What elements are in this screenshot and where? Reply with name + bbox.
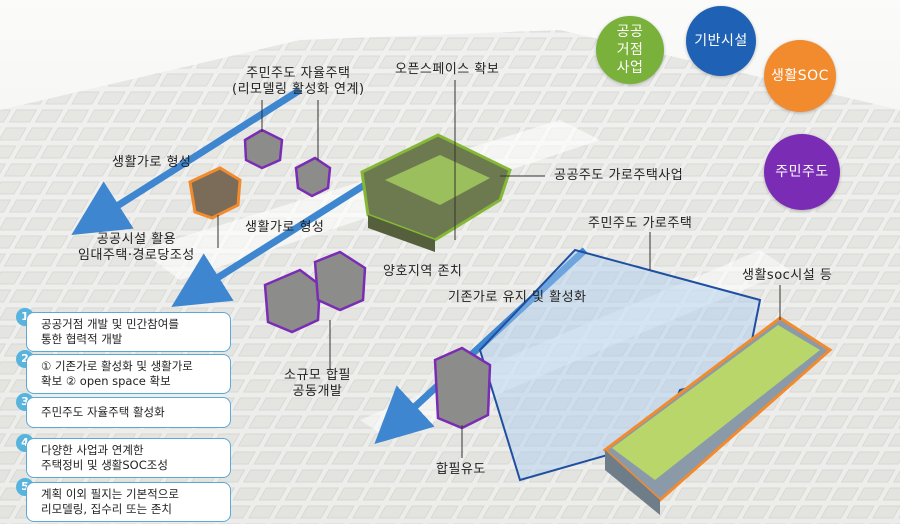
label-good-area: 양호지역 존치 [383, 264, 462, 280]
label-keep-street: 기존가로 유지 및 활성화 [448, 290, 587, 306]
step-3: 3 주민주도 자율주택 활성화 [16, 393, 231, 425]
step-text: 주민주도 자율주택 활성화 [26, 397, 231, 428]
circle-resident-led: 주민주도 [764, 134, 840, 210]
label-public-facility: 공공시설 활용 임대주택·경로당조성 [78, 232, 195, 264]
step-1: 1 공공거점 개발 및 민간참여를 통한 협력적 개발 [16, 308, 231, 348]
label-resident-street-housing: 주민주도 가로주택 [588, 216, 692, 232]
step-2: 2 ① 기존가로 활성화 및 생활가로 확보 ② open space 확보 [16, 350, 231, 390]
circle-public-hub: 공공 거점 사업 [596, 16, 664, 84]
circle-infrastructure: 기반시설 [686, 6, 756, 76]
step-text: 다양한 사업과 연계한 주택정비 및 생활SOC조성 [26, 438, 231, 478]
label-resident-housing: 주민주도 자율주택 (리모델링 활성화 연계) [232, 66, 365, 98]
circle-living-soc: 생활SOC [764, 40, 836, 112]
step-text: 공공거점 개발 및 민간참여를 통한 협력적 개발 [26, 312, 231, 352]
step-4: 4 다양한 사업과 연계한 주택정비 및 생활SOC조성 [16, 434, 231, 474]
label-soc-facility: 생활soc시설 등 [742, 268, 832, 284]
label-small-joint: 소규모 합필 공동개발 [284, 368, 351, 400]
step-text: ① 기존가로 활성화 및 생활가로 확보 ② open space 확보 [26, 354, 231, 394]
label-open-space: 오픈스페이스 확보 [395, 62, 499, 78]
label-public-street-housing: 공공주도 가로주택사업 [554, 168, 683, 184]
label-merge-induce: 합필유도 [436, 462, 486, 478]
label-living-street-2: 생활가로 형성 [245, 220, 324, 236]
label-living-street-1: 생활가로 형성 [112, 155, 191, 171]
step-5: 5 계획 이외 필지는 기본적으로 리모델링, 집수리 또는 존치 [16, 478, 231, 518]
step-text: 계획 이외 필지는 기본적으로 리모델링, 집수리 또는 존치 [26, 482, 231, 522]
